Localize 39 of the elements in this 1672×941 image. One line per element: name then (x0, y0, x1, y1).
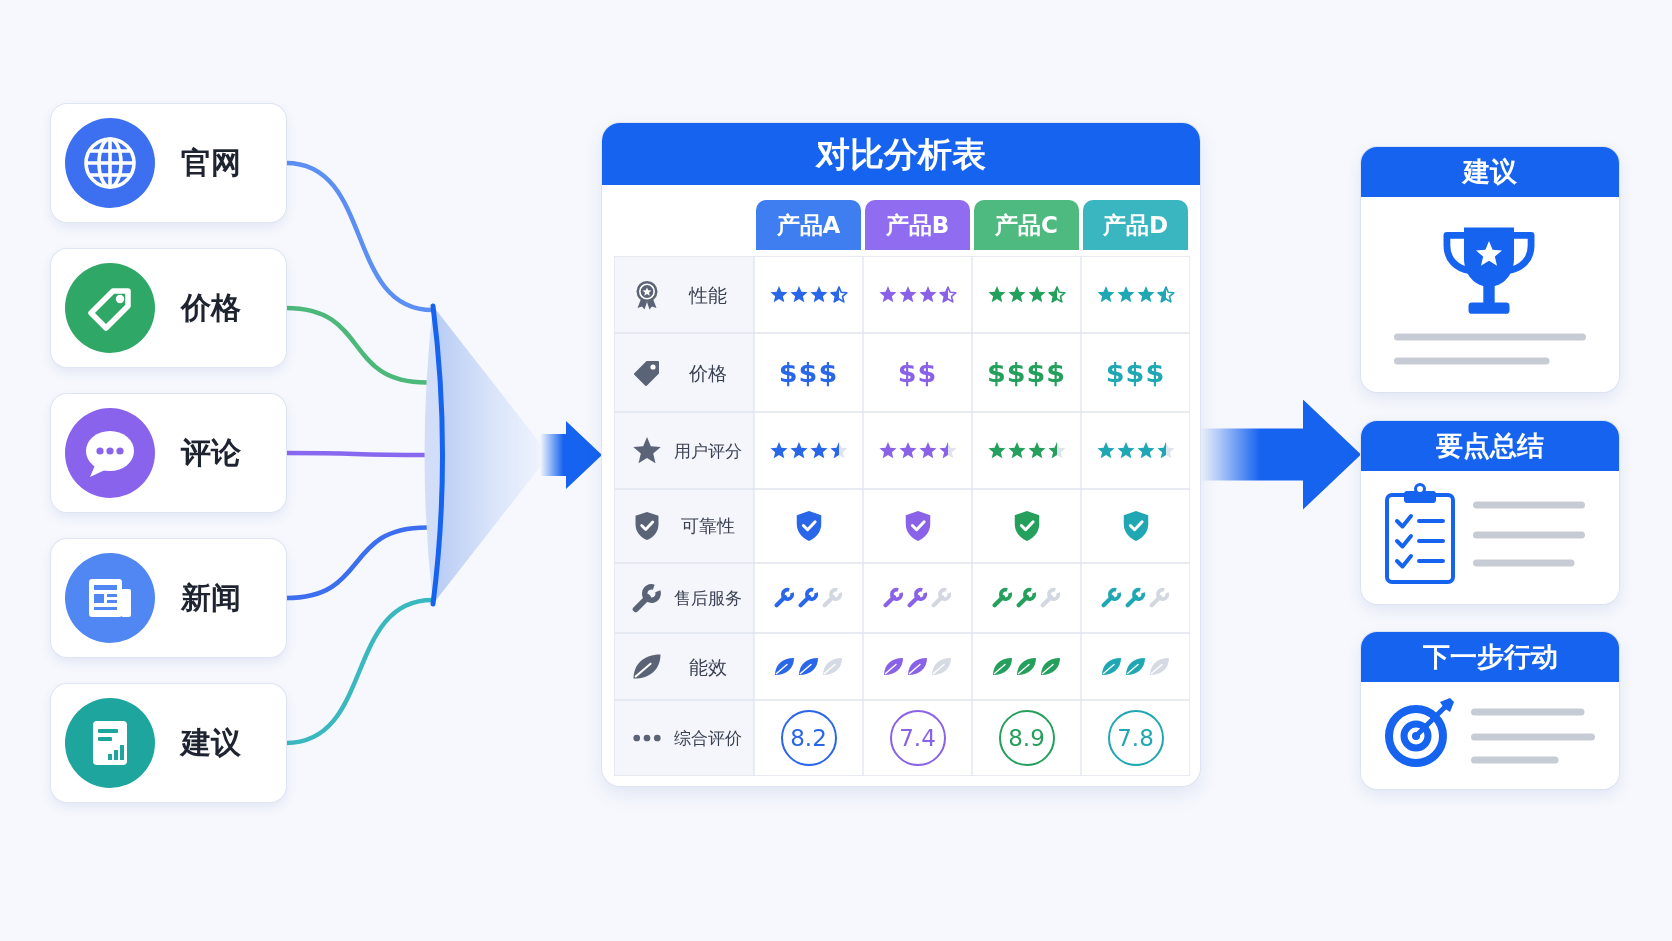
row-label: 综合评价 (674, 727, 742, 749)
price-level: $$ (897, 356, 938, 389)
source-label: 评论 (181, 435, 241, 471)
source-label: 价格 (181, 290, 241, 326)
score-circle: 7.4 (889, 710, 946, 766)
row-label: 价格 (689, 361, 727, 384)
product-tab: 产品A (756, 200, 861, 250)
row-label: 可靠性 (681, 515, 735, 537)
score-circle: 8.2 (780, 710, 837, 766)
product-tab: 产品C (974, 200, 1079, 250)
source-card (51, 249, 286, 367)
card-header: 建议 (1361, 147, 1619, 197)
row-label: 售后服务 (674, 587, 742, 609)
row-label: 能效 (689, 655, 727, 678)
source-card (51, 684, 286, 802)
price-level: $$$$ (986, 356, 1067, 389)
source-card (51, 104, 286, 222)
price-level: $$$ (1105, 356, 1166, 389)
source-label: 建议 (181, 725, 241, 761)
price-level: $$$ (778, 356, 839, 389)
row-label: 性能 (689, 283, 727, 306)
source-card (51, 394, 286, 512)
title-bar: 对比分析表 (602, 123, 1200, 185)
block-arrow (1200, 399, 1361, 510)
source-label: 新闻 (181, 580, 241, 616)
row-label: 用户评分 (674, 440, 742, 461)
source-card (51, 539, 286, 657)
summary-card (1361, 632, 1619, 789)
comparison-table (602, 123, 1200, 786)
score-circle: 7.8 (1107, 710, 1164, 766)
card-header: 要点总结 (1361, 421, 1619, 471)
block-arrow (540, 421, 602, 489)
summary-card (1361, 421, 1619, 604)
product-tab: 产品D (1083, 200, 1188, 250)
source-label: 官网 (181, 145, 241, 181)
score-circle: 8.9 (998, 710, 1055, 766)
summary-card (1361, 147, 1619, 392)
product-tab: 产品B (865, 200, 970, 250)
card-header: 下一步行动 (1361, 632, 1619, 682)
